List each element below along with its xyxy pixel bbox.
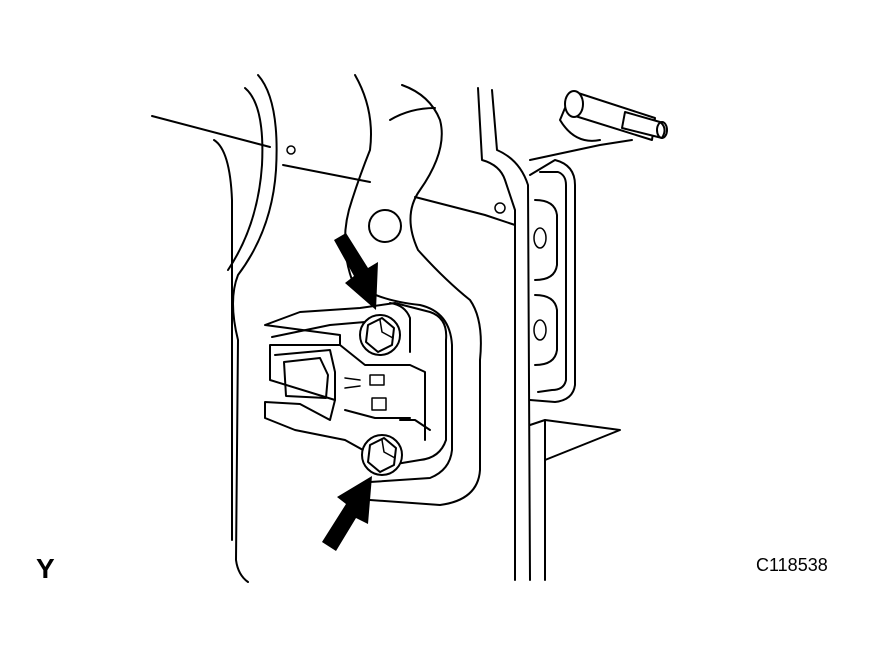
- pillar-outline: [232, 74, 278, 583]
- striker-bracket: [529, 159, 576, 403]
- mount-hole: [368, 209, 402, 243]
- upper-bolt: [359, 314, 401, 356]
- figure-code: C118538: [756, 555, 828, 575]
- lower-bolt: [361, 434, 403, 476]
- upper-bolt-arrow: [334, 233, 378, 310]
- body-edge-line: [151, 115, 271, 148]
- view-label: Y: [36, 553, 55, 584]
- lower-bolt-arrow: [322, 476, 372, 551]
- door-edge: [477, 87, 516, 581]
- hinge-body: [264, 302, 448, 466]
